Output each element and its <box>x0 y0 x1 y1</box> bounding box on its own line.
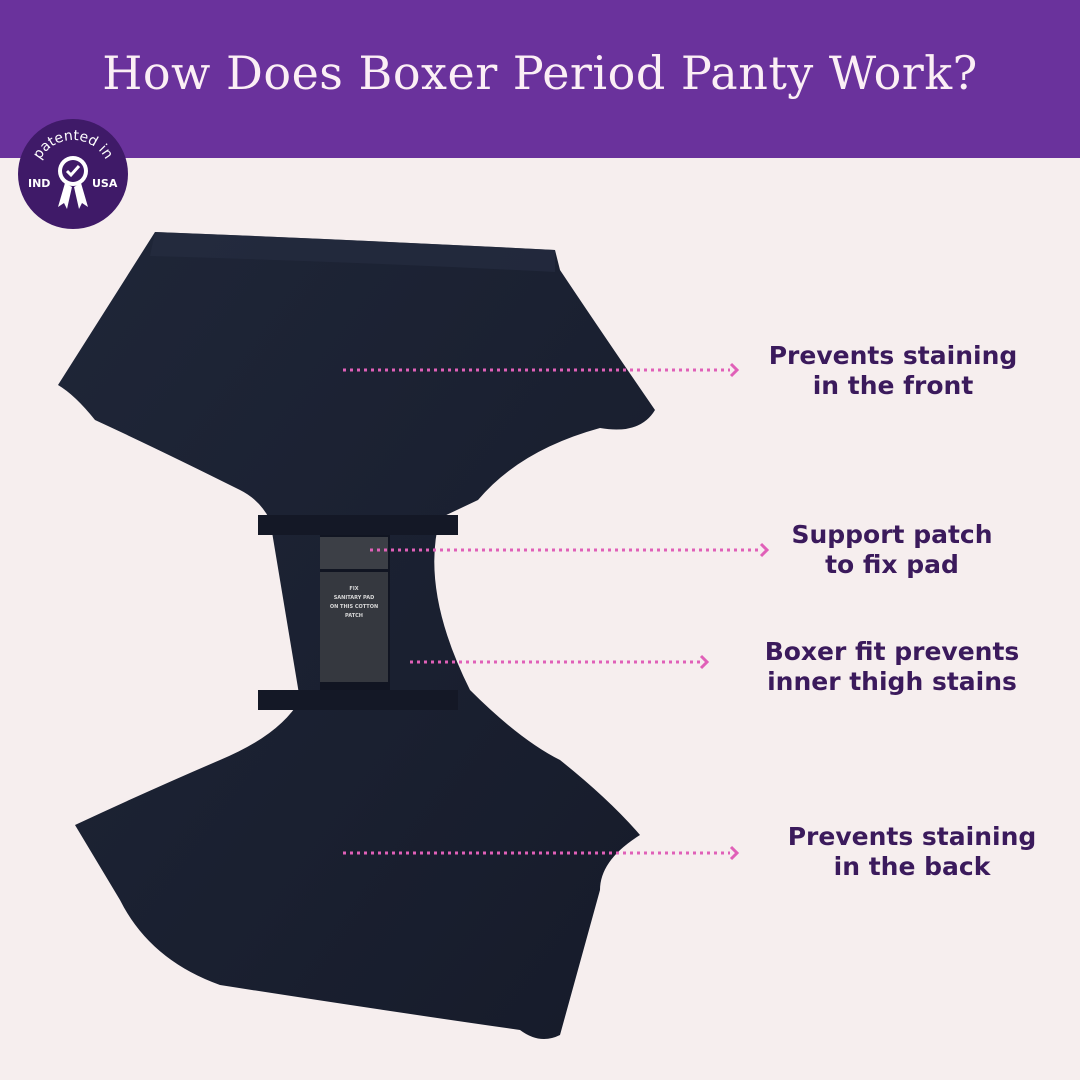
header-banner: How Does Boxer Period Panty Work? <box>0 0 1080 158</box>
callout-boxer-fit: Boxer fit prevents inner thigh stains <box>764 637 1020 696</box>
page-title: How Does Boxer Period Panty Work? <box>102 46 978 100</box>
callout-back: Prevents staining in the back <box>787 822 1037 881</box>
award-ribbon-check-icon: patented in <box>30 128 116 209</box>
badge-right-text: USA <box>92 177 118 190</box>
patch-label-text: FIX SANITARY PAD ON THIS COTTON PATCH <box>329 586 379 619</box>
badge-left-text: IND <box>28 177 51 190</box>
patented-badge: patented in IND USA <box>18 119 128 229</box>
callout-front: Prevents staining in the front <box>768 341 1018 400</box>
callout-support-patch: Support patch to fix pad <box>791 520 993 579</box>
